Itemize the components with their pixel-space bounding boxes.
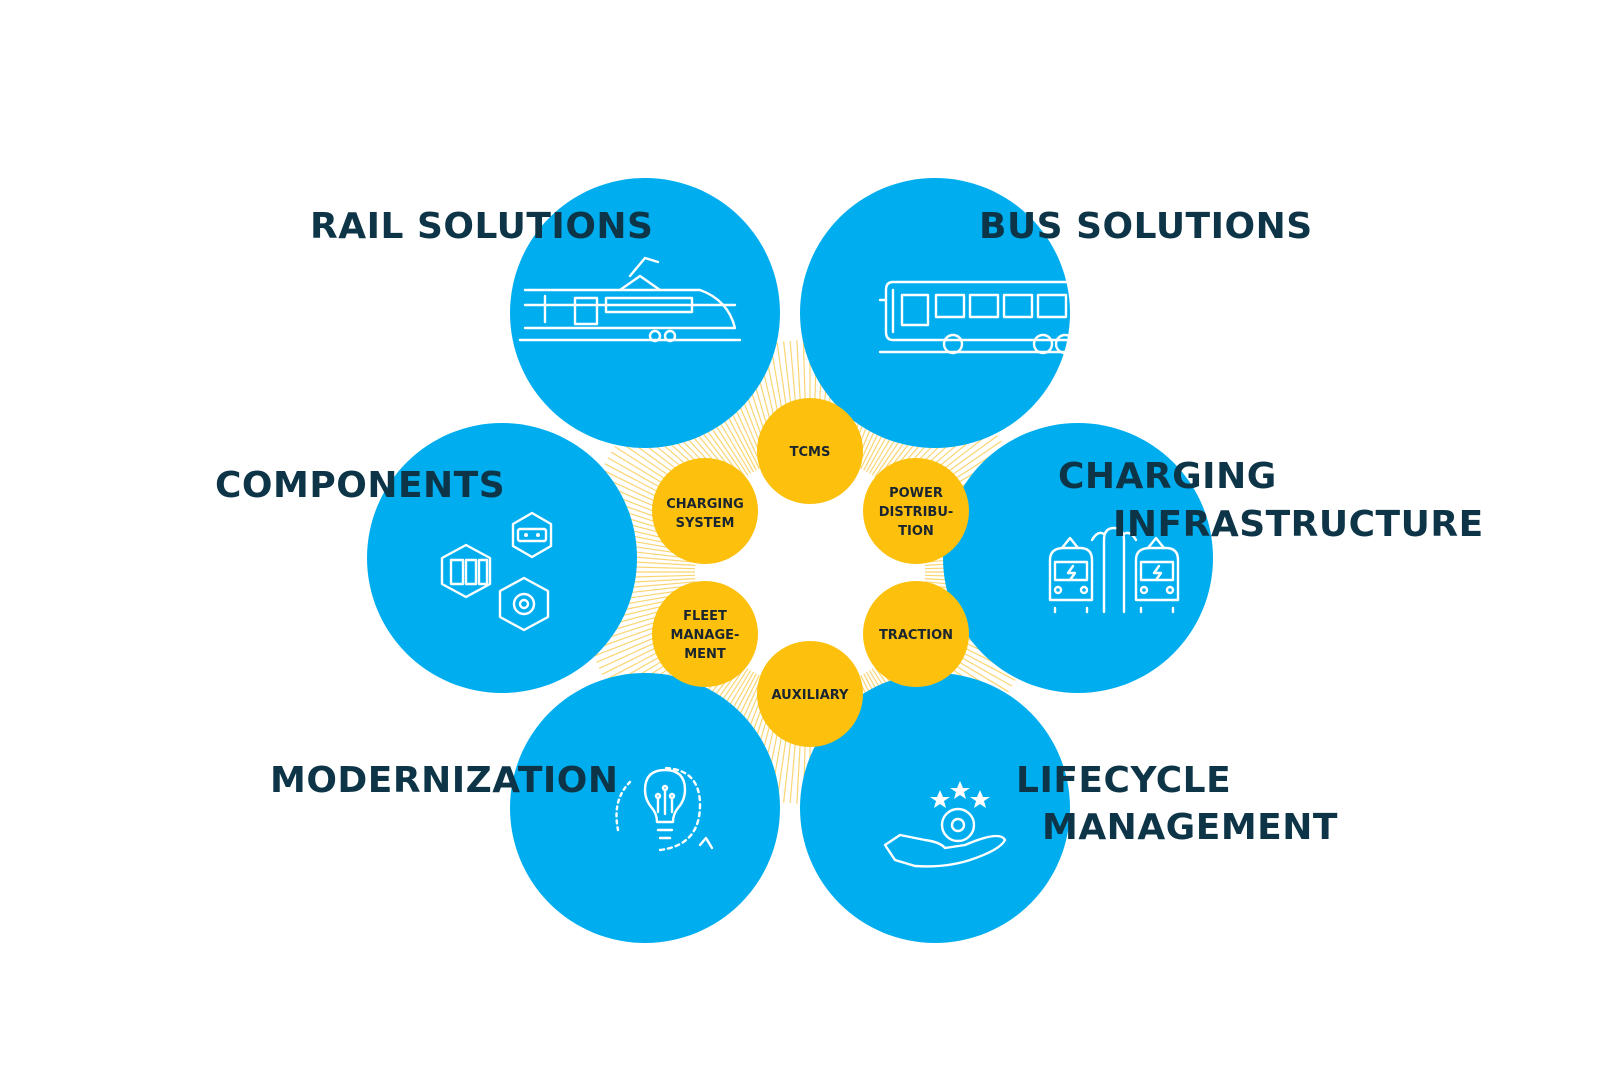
power-distribution-label-line3: TION	[898, 524, 934, 539]
lifecycle-management-label-line2: MANAGEMENT	[1042, 807, 1338, 848]
modernization-circle[interactable]	[510, 673, 780, 943]
bus-icon	[878, 280, 1087, 355]
charging-station-icon	[1048, 526, 1180, 614]
power-distribution-label-line2: DISTRIBU-	[879, 505, 954, 520]
rail-solutions-label: RAIL SOLUTIONS	[310, 206, 653, 247]
fleet-management-label-line3: MENT	[684, 647, 726, 662]
lifecycle-management-label-line1: LIFECYCLE	[1016, 760, 1231, 801]
tcms-label: TCMS	[790, 445, 831, 460]
auxiliary-circle[interactable]	[757, 641, 863, 747]
train-icon	[518, 256, 742, 343]
fleet-management-circle[interactable]	[652, 581, 758, 687]
bus-solutions-label: BUS SOLUTIONS	[979, 206, 1313, 247]
traction-label: TRACTION	[879, 628, 953, 643]
charging-infrastructure-label-line2: INFRASTRUCTURE	[1113, 504, 1484, 545]
lifecycle-management-circle[interactable]	[800, 673, 1070, 943]
auxiliary-label: AUXILIARY	[772, 688, 850, 703]
traction-circle[interactable]	[863, 581, 969, 687]
charging-infrastructure-circle[interactable]	[943, 423, 1213, 693]
fleet-management-label-line1: FLEET	[683, 609, 727, 624]
components-hexagon-icon	[440, 511, 553, 632]
hand-gear-stars-icon	[883, 781, 1007, 868]
power-distribution-circle[interactable]	[863, 458, 969, 564]
tcms-circle[interactable]	[757, 398, 863, 504]
charging-system-label-line2: SYSTEM	[676, 516, 735, 531]
charging-infrastructure-label-line1: CHARGING	[1058, 456, 1277, 497]
fleet-management-label-line2: MANAGE-	[671, 628, 740, 643]
lightbulb-gear-icon	[615, 766, 714, 852]
power-distribution-label-line1: POWER	[889, 486, 943, 501]
charging-system-label-line1: CHARGING	[666, 497, 744, 512]
components-circle[interactable]	[367, 423, 637, 693]
modernization-label: MODERNIZATION	[270, 760, 619, 801]
charging-system-circle[interactable]	[652, 458, 758, 564]
components-label: COMPONENTS	[215, 465, 505, 506]
